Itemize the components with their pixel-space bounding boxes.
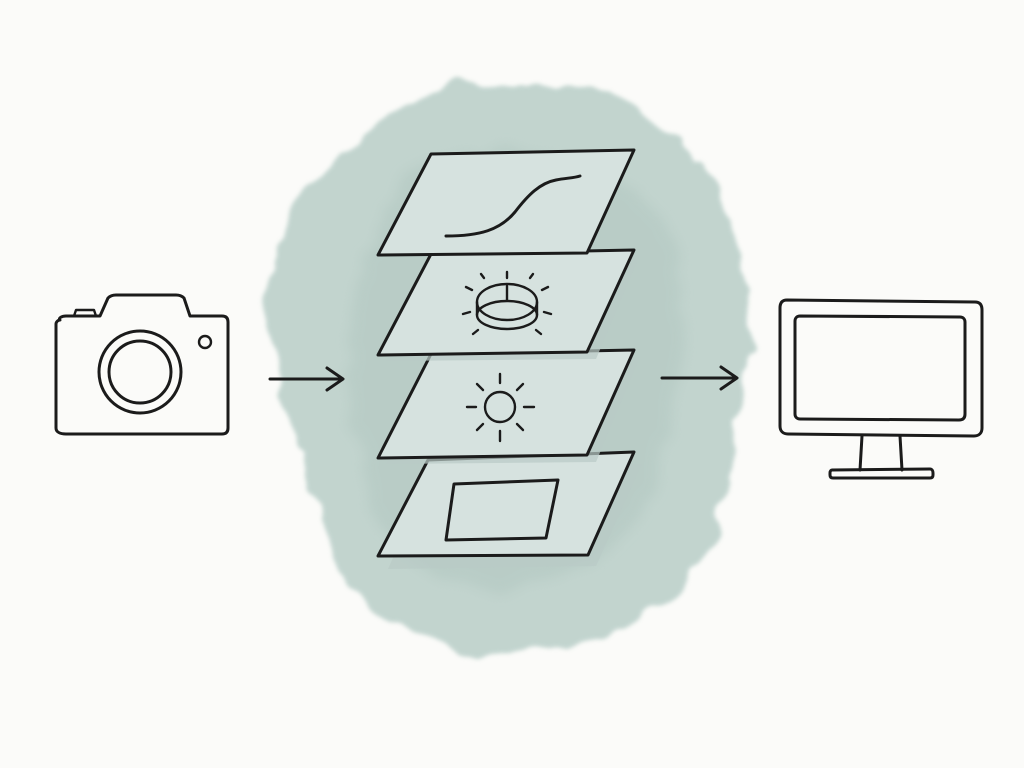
monitor-icon [778, 298, 984, 480]
arrow-right-icon [660, 365, 739, 391]
camera-icon [54, 293, 230, 436]
sun-brightness-icon [465, 372, 536, 443]
arrow-right-icon [268, 366, 345, 392]
layer-curve [376, 148, 636, 257]
crop-frame-icon [444, 478, 560, 542]
layer-dial [376, 248, 640, 361]
layer-brightness [376, 348, 640, 464]
dial-knob-icon [461, 270, 553, 336]
adjustment-layers-stack [376, 148, 642, 569]
tone-curve-icon [444, 174, 582, 238]
layer-crop [376, 450, 642, 569]
